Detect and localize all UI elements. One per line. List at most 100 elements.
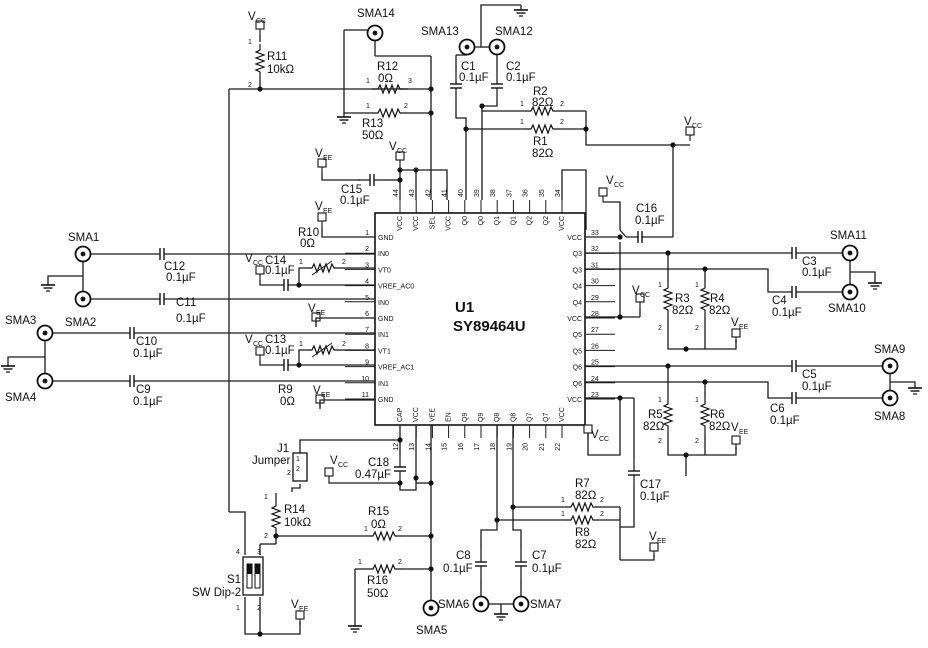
svg-text:R1: R1 (533, 136, 548, 148)
svg-text:0.1µF: 0.1µF (443, 563, 473, 575)
svg-text:1: 1 (658, 282, 662, 289)
pin-name: Q4 (573, 300, 582, 307)
vee-rail-pin11: V EE (313, 385, 331, 410)
pin-name: Q4 (573, 284, 582, 291)
svg-text:3: 3 (257, 549, 261, 556)
pin-number: 44 (393, 189, 400, 197)
pin-number: 33 (591, 230, 599, 237)
pin-name: VCC (567, 397, 582, 404)
pin-name: IN0 (378, 251, 389, 258)
svg-text:0.1µF: 0.1µF (176, 313, 206, 325)
svg-text:1: 1 (366, 103, 370, 110)
svg-text:SMA4: SMA4 (5, 392, 37, 404)
pin-number: 3 (365, 262, 369, 269)
svg-text:V: V (245, 334, 253, 346)
pin-number: 43 (409, 189, 416, 197)
sma13-connector: SMA13 (421, 26, 476, 56)
pin-name: EN (446, 412, 453, 422)
svg-text:EE: EE (657, 538, 667, 545)
svg-text:S1: S1 (227, 574, 241, 586)
s1-dip-switch: 4 3 1 2 S1 SW Dip-2 (192, 549, 264, 612)
pin-number: 39 (474, 189, 481, 197)
pin-number: 18 (490, 443, 497, 451)
svg-text:4: 4 (236, 549, 240, 556)
pin-name: Q6 (573, 381, 582, 388)
sma7-connector: SMA7 (512, 595, 561, 613)
pin-number: 1 (365, 230, 369, 237)
svg-text:10kΩ: 10kΩ (267, 64, 295, 76)
pin-number: 8 (365, 343, 369, 350)
pin-name: Q1 (510, 216, 517, 225)
r12-resistor: 1 3 R12 0Ω (366, 61, 412, 94)
vcc-rail-q2: V CC (598, 175, 624, 203)
svg-text:SMA2: SMA2 (65, 317, 96, 329)
u1-ref-label: U1 (455, 299, 474, 316)
svg-text:82Ω: 82Ω (709, 305, 731, 317)
svg-text:2: 2 (257, 605, 261, 612)
pin-number: 36 (523, 189, 530, 197)
svg-text:1: 1 (520, 119, 524, 126)
svg-text:1: 1 (264, 494, 268, 501)
svg-text:V: V (632, 285, 640, 297)
r15-resistor: 1 2 R15 0Ω (364, 506, 431, 541)
svg-text:0.1µF: 0.1µF (506, 72, 536, 84)
svg-text:1: 1 (561, 511, 565, 518)
svg-text:50Ω: 50Ω (362, 130, 384, 142)
svg-text:0Ω: 0Ω (300, 238, 315, 250)
svg-text:R8: R8 (575, 527, 590, 539)
pin-name: IN1 (378, 332, 389, 339)
svg-text:V: V (731, 422, 739, 434)
r2-resistor: 1 2 R2 82Ω (482, 86, 586, 116)
r14-resistor: 1 2 R14 10kΩ (264, 494, 312, 540)
pin-number: 21 (539, 443, 546, 451)
svg-text:R11: R11 (267, 51, 287, 63)
svg-text:R4: R4 (710, 293, 725, 305)
svg-text:V: V (649, 531, 657, 543)
svg-text:EE: EE (321, 392, 331, 399)
svg-text:SMA5: SMA5 (416, 625, 447, 637)
svg-text:CC: CC (338, 462, 348, 469)
svg-text:2: 2 (695, 325, 699, 332)
svg-text:0.1µF: 0.1µF (640, 491, 670, 503)
r9-resistor: 1 2 R9 0Ω (278, 341, 375, 408)
svg-text:CC: CC (397, 148, 407, 155)
pin-number: 32 (591, 246, 599, 253)
pin-number: 35 (539, 189, 546, 197)
pin-number: 15 (442, 443, 449, 451)
vee-rail-r7r8: V EE (649, 531, 667, 558)
r5-resistor: 1 2 R5 82Ω (643, 366, 673, 446)
vcc-rail-c18: V CC (324, 455, 348, 483)
svg-text:C9: C9 (136, 384, 151, 396)
svg-text:0.1µF: 0.1µF (133, 396, 163, 408)
pin-name: VCC (567, 235, 582, 242)
pin-name: IN0 (378, 300, 389, 307)
svg-text:0.1µF: 0.1µF (133, 348, 163, 360)
pin-name: VCC (413, 216, 420, 231)
svg-text:0.1µF: 0.1µF (802, 267, 832, 279)
chip-pin-15: 15 EN (442, 412, 453, 451)
pin-number: 10 (361, 376, 369, 383)
c18-capacitor: C18 0.47µF (355, 454, 407, 484)
c13-capacitor: C13 0.1µF (265, 334, 301, 372)
svg-text:0.1µF: 0.1µF (340, 195, 370, 207)
pin-number: 34 (555, 189, 562, 197)
c4-capacitor: C4 0.1µF (772, 285, 842, 319)
svg-text:0.1µF: 0.1µF (166, 272, 196, 284)
svg-text:0.1µF: 0.1µF (265, 345, 295, 357)
svg-text:2: 2 (560, 101, 564, 108)
svg-text:C2: C2 (506, 61, 521, 73)
svg-text:EE: EE (316, 310, 326, 317)
svg-text:0Ω: 0Ω (371, 519, 386, 531)
c3-capacitor: C3 0.1µF (779, 246, 842, 279)
svg-text:SW Dip-2: SW Dip-2 (192, 587, 241, 599)
svg-text:C5: C5 (802, 369, 817, 381)
pin-name: Q5 (573, 332, 582, 339)
pin-number: 2 (365, 246, 369, 253)
c9-capacitor: C9 0.1µF (53, 374, 375, 408)
pin-number: 40 (458, 189, 465, 197)
